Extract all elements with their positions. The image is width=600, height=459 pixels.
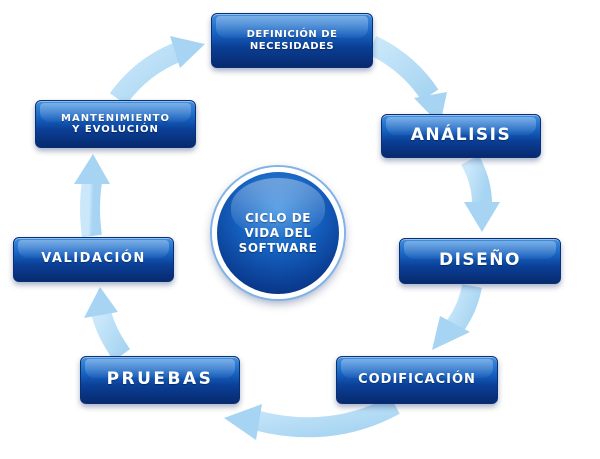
arrow-mantenimiento-to-definicion xyxy=(109,42,182,106)
arrow-diseno-to-codificacion xyxy=(446,283,482,332)
stage-definicion-de-necesidades: DEFINICIÓN DE NECESIDADES xyxy=(211,13,373,68)
arrowhead-diseno-to-codificacion xyxy=(432,316,470,350)
arrowhead-mantenimiento-to-definicion xyxy=(170,36,205,68)
center-circle-ciclo-de-vida: CICLO DE VIDA DEL SOFTWARE xyxy=(212,167,344,299)
stage-codificacion-label: CODIFICACIÓN xyxy=(358,371,476,387)
stage-definicion-label: DEFINICIÓN DE NECESIDADES xyxy=(246,29,338,52)
stage-validacion: VALIDACIÓN xyxy=(13,237,174,282)
stage-mantenimiento-label: MANTENIMIENTO Y EVOLUCIÓN xyxy=(61,112,170,136)
arrow-codificacion-to-pruebas xyxy=(252,396,400,438)
stage-diseno: DISEÑO xyxy=(399,238,561,284)
arrow-validacion-to-mantenimiento xyxy=(80,180,102,238)
arrowhead-validacion-to-mantenimiento xyxy=(74,154,110,184)
arrowhead-analisis-to-diseno xyxy=(464,202,500,232)
stage-pruebas: PRUEBAS xyxy=(80,356,240,404)
arrow-analisis-to-diseno xyxy=(461,155,492,204)
center-title: CICLO DE VIDA DEL SOFTWARE xyxy=(238,210,318,255)
stage-pruebas-label: PRUEBAS xyxy=(106,369,214,390)
arrow-definicion-to-analisis xyxy=(367,35,439,101)
stage-codificacion: CODIFICACIÓN xyxy=(336,356,498,404)
stage-diseno-label: DISEÑO xyxy=(439,250,521,271)
arrow-pruebas-to-validacion xyxy=(91,309,131,361)
stage-analisis: ANÁLISIS xyxy=(381,114,541,158)
arrowhead-codificacion-to-pruebas xyxy=(224,404,262,440)
stage-mantenimiento-y-evolucion: MANTENIMIENTO Y EVOLUCIÓN xyxy=(35,100,196,148)
stage-analisis-label: ANÁLISIS xyxy=(410,125,512,146)
arrowhead-pruebas-to-validacion xyxy=(84,287,118,318)
stage-validacion-label: VALIDACIÓN xyxy=(41,251,146,267)
